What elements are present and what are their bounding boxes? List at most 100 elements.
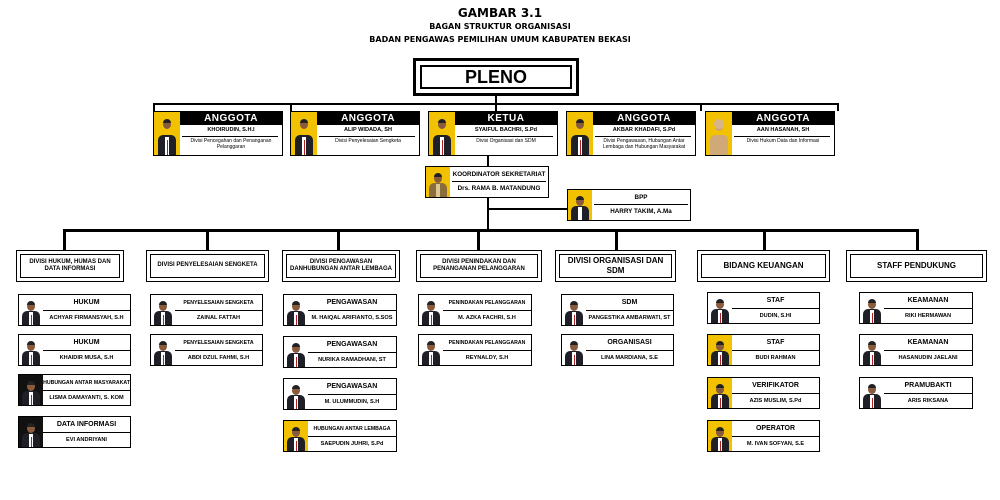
staff-name: ARIS RIKSANA xyxy=(907,397,949,404)
staff-name: LINA MARDIANA, S.E xyxy=(601,354,658,361)
person-photo xyxy=(291,112,317,155)
member-division: Divisi Pencegahan dan Penanganan Pelangg… xyxy=(190,138,272,150)
staff-name: RIKI HERMAWAN xyxy=(905,312,951,319)
koordinator-name: Drs. RAMA B. MATANDUNG xyxy=(457,185,541,192)
pleno-box: PLENO xyxy=(413,58,579,96)
person-photo xyxy=(562,295,586,325)
staff-role: HUKUM xyxy=(43,335,130,351)
staff-name: BUDI RAHMAN xyxy=(755,354,796,361)
member-division: Divisi Organisasi dan SDM xyxy=(476,138,536,144)
person-photo xyxy=(19,335,43,365)
connector-line xyxy=(153,103,155,111)
staff-role: PENGAWASAN xyxy=(308,379,396,395)
member-division: Divisi Hukum Data dan Informasi xyxy=(746,138,820,144)
person-photo xyxy=(419,335,443,365)
person-photo xyxy=(429,112,455,155)
staff-name: M. HAIQAL ARIFIANTO, S.SOS xyxy=(311,314,393,321)
member-name: AKBAR KHADAFI, S.Pd xyxy=(612,127,676,133)
staff-card: KEAMANAN HASANUDIN JAELANI xyxy=(859,334,973,366)
member-name: KHOIRUDIN, S.H.I xyxy=(207,127,255,133)
staff-name: ZAINAL FATTAH xyxy=(196,314,241,321)
person-photo xyxy=(567,112,593,155)
staff-name: LISMA DAMAYANTI, S. KOM xyxy=(49,394,124,401)
person-photo xyxy=(419,295,443,325)
person-photo xyxy=(284,379,308,409)
member-division: Divisi Penyelesaian Sengketa xyxy=(335,138,401,144)
staff-name: ABDI DZUL FAHMI, S.H xyxy=(187,354,250,361)
person-photo xyxy=(860,335,884,365)
person-photo xyxy=(284,421,308,451)
staff-name: M. ULUMMUDIN, S.H xyxy=(324,398,380,405)
person-photo xyxy=(860,293,884,323)
division-label: DIVISI ORGANISASI DAN SDM xyxy=(559,254,672,278)
staff-name: SAEPUDIN JUHRI, S.Pd xyxy=(320,440,384,447)
staff-card: HUKUM KHAIDIR MUSA, S.H xyxy=(18,334,131,366)
staff-role: KEAMANAN xyxy=(884,335,972,351)
staff-name: KHAIDIR MUSA, S.H xyxy=(59,354,114,361)
person-photo xyxy=(154,112,180,155)
person-photo xyxy=(284,337,308,367)
person-photo xyxy=(708,378,732,408)
person-photo xyxy=(284,295,308,325)
division-box: STAFF PENDUKUNG xyxy=(846,250,987,282)
connector-line xyxy=(763,229,766,250)
anggota-card: ANGGOTA KHOIRUDIN, S.H.I Divisi Pencegahan… xyxy=(153,111,283,156)
person-photo xyxy=(860,378,884,408)
staff-name: PANGESTIKA AMBARWATI, ST xyxy=(588,314,671,321)
person-photo xyxy=(568,190,592,220)
member-role: ANGGOTA xyxy=(180,112,282,125)
division-box: DIVISI PENINDAKAN DAN PENANGANAN PELANGG… xyxy=(416,250,542,282)
koordinator-title: KOORDINATOR SEKRETARIAT xyxy=(452,171,546,178)
person-photo xyxy=(151,295,175,325)
staff-role: PRAMUBAKTI xyxy=(884,378,972,394)
staff-role: PENYELESAIAN SENGKETA xyxy=(175,335,262,351)
connector-line xyxy=(63,229,66,250)
bpp-name: HARRY TAKIM, A.Ma xyxy=(610,208,672,215)
chart-title: GAMBAR 3.1 xyxy=(457,6,543,20)
staff-name: HASANUDIN JAELANI xyxy=(898,354,958,361)
member-name: AAN HASANAH, SH xyxy=(756,127,810,133)
division-box: DIVISI PENYELESAIAN SENGKETA xyxy=(146,250,269,282)
connector-line xyxy=(916,229,919,250)
organization-name: BADAN PENGAWAS PEMILIHAN UMUM KABUPATEN … xyxy=(369,35,631,44)
staff-name: ACHYAR FIRMANSYAH, S.H xyxy=(49,314,124,321)
staff-role: PENGAWASAN xyxy=(308,295,396,311)
chart-subtitle: BAGAN STRUKTUR ORGANISASI xyxy=(429,22,571,31)
member-role: ANGGOTA xyxy=(593,112,695,125)
connector-line xyxy=(487,208,567,210)
staff-role: KEAMANAN xyxy=(884,293,972,309)
division-box: BIDANG KEUANGAN xyxy=(697,250,830,282)
division-label: DIVISI PENINDAKAN DAN PENANGANAN PELANGG… xyxy=(420,254,538,278)
connector-line xyxy=(206,229,209,250)
staff-role: PENGAWASAN xyxy=(308,337,396,353)
division-box: DIVISI HUKUM, HUMAS DAN DATA INFORMASI xyxy=(16,250,124,282)
bpp-card: BPP HARRY TAKIM, A.Ma xyxy=(567,189,691,221)
division-box: DIVISI PENGAWASAN DANHUBUNGAN ANTAR LEMB… xyxy=(282,250,400,282)
connector-line xyxy=(615,229,618,250)
staff-card: STAF BUDI RAHMAN xyxy=(707,334,820,366)
staff-role: SDM xyxy=(586,295,673,311)
member-role: KETUA xyxy=(455,112,557,125)
staff-role: HUBUNGAN ANTAR LEMBAGA xyxy=(308,421,396,437)
member-name: ALIP WIDADA, SH xyxy=(343,127,393,133)
person-photo xyxy=(19,417,43,447)
staff-role: STAF xyxy=(732,335,819,351)
connector-line xyxy=(153,103,839,105)
division-label: DIVISI PENYELESAIAN SENGKETA xyxy=(150,254,265,278)
staff-card: PENYELESAIAN SENGKETA ABDI DZUL FAHMI, S.… xyxy=(150,334,263,366)
staff-name: REYNALDY, S.H xyxy=(465,354,509,361)
staff-card: SDM PANGESTIKA AMBARWATI, ST xyxy=(561,294,674,326)
staff-card: PRAMUBAKTI ARIS RIKSANA xyxy=(859,377,973,409)
connector-line xyxy=(700,103,702,111)
